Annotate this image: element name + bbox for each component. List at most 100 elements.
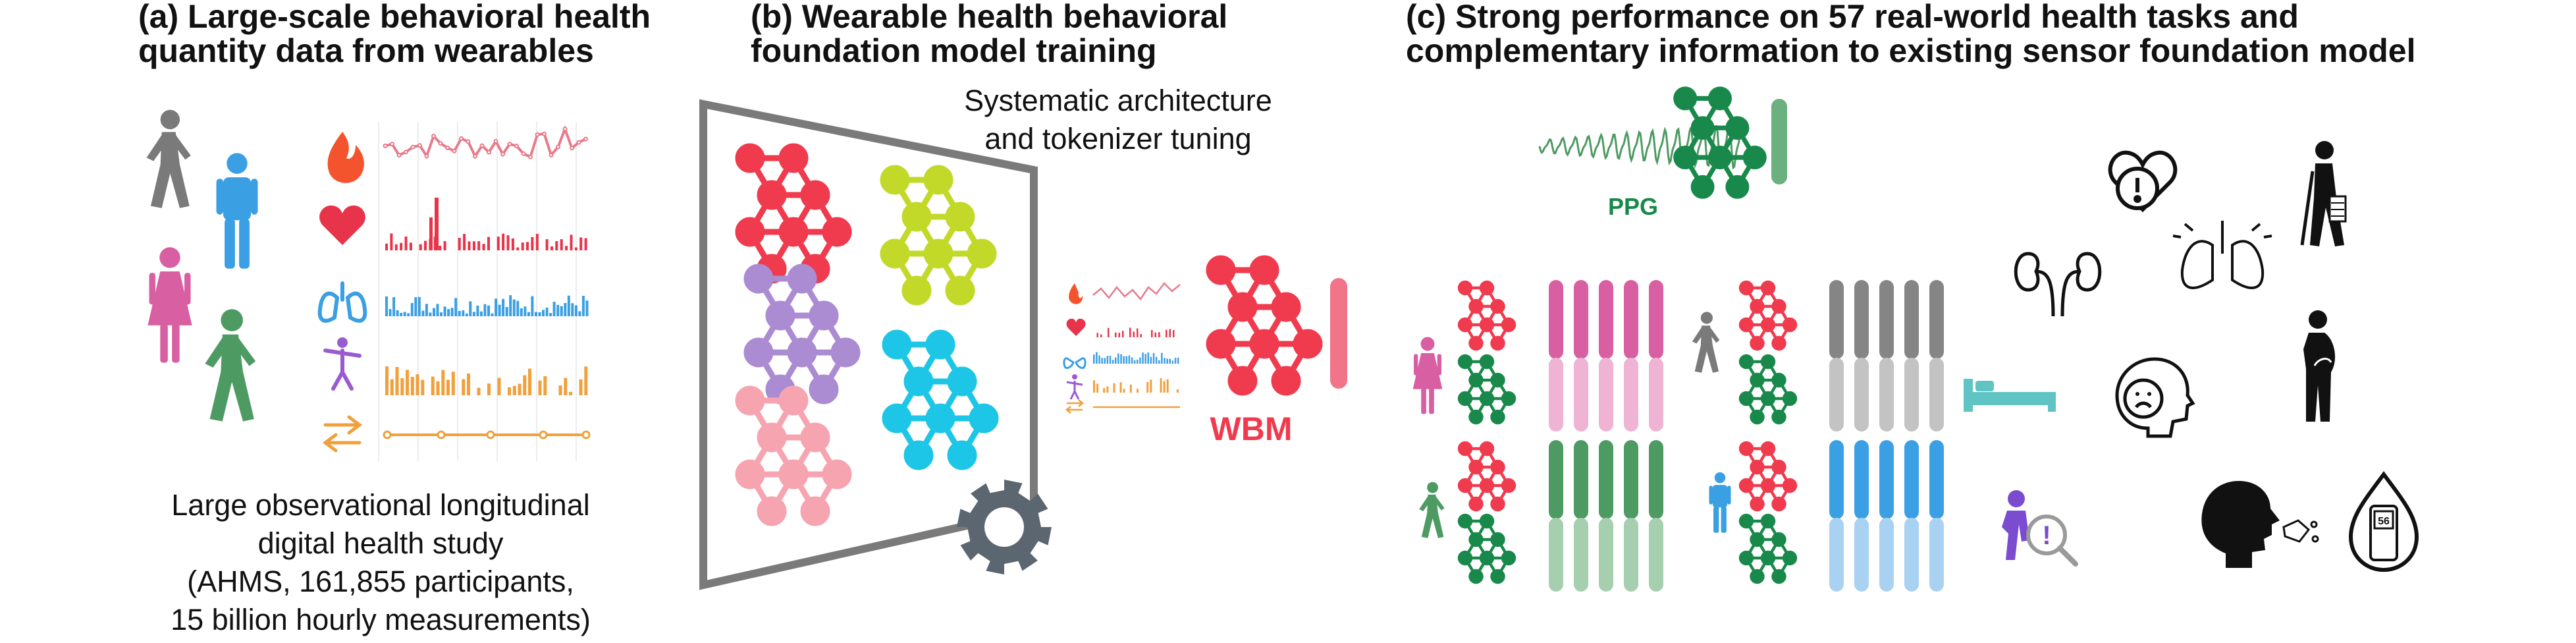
mini-respiratory-bar [1139, 357, 1141, 364]
respiratory-bar [396, 310, 399, 316]
respiratory-bar [443, 306, 446, 316]
calorie-point [431, 134, 436, 139]
lungs-outline-icon [2172, 221, 2272, 289]
heart-rate-bar [409, 242, 412, 250]
heart-rate-bar [502, 233, 505, 250]
mini-respiratory-bar [1104, 358, 1106, 364]
embedding-col-blue-bottom [1829, 518, 1844, 592]
activity-signal-bars [385, 366, 588, 395]
respiratory-bar [574, 305, 577, 316]
respiratory-bar [509, 295, 512, 316]
heart-rate-bar [472, 241, 475, 250]
heart-rate-bar [526, 242, 529, 250]
respiratory-bar [450, 308, 454, 316]
heart-rate-bar [468, 241, 471, 250]
embedding-col-gray-bottom [1929, 358, 1944, 432]
mini-respiratory-bar [1177, 358, 1179, 364]
heart-rate-bar [419, 244, 422, 250]
respiratory-bar [476, 305, 479, 316]
respiratory-bar [578, 311, 581, 316]
mini-respiratory-bar [1174, 358, 1177, 364]
calorie-point [521, 151, 526, 156]
coughing-head-icon [2201, 481, 2319, 568]
heart-rate-bar [482, 244, 485, 250]
respiratory-bar [535, 312, 537, 316]
respiratory-bar [523, 306, 527, 316]
panel-a: (a) Large-scale behavioral health quanti… [138, 0, 651, 636]
embedding-col-gray-top [1879, 280, 1894, 359]
calorie-point [473, 154, 477, 159]
heart-rate-bar [535, 234, 539, 250]
embedding-col-green-top [1599, 440, 1613, 519]
activity-bar [467, 374, 470, 395]
calorie-point [583, 136, 588, 142]
activity-bar [436, 381, 440, 395]
calorie-point [487, 150, 491, 155]
mini-heart-bar [1096, 333, 1098, 337]
mini-respiratory-bar [1125, 356, 1127, 364]
sad-head-icon [2115, 357, 2195, 438]
person-search-icon: ! [2002, 490, 2078, 567]
calorie-point [535, 132, 540, 137]
embedding-col-green-bottom [1649, 518, 1663, 592]
panel-c-title-line1: (c) Strong performance on 57 real-world … [1406, 0, 2299, 35]
embedding-col-blue-top [1929, 440, 1944, 519]
respiratory-bar [421, 310, 425, 316]
respiratory-bar [552, 302, 556, 316]
activity-bar [406, 370, 409, 395]
mini-respiratory-bar [1133, 360, 1136, 364]
activity-bar [569, 391, 572, 395]
calorie-point [514, 144, 519, 148]
panel-c: (c) Strong performance on 57 real-world … [1406, 0, 2419, 592]
group2-wbm-network-icon [1739, 281, 1797, 350]
mini-heart-bar [1140, 334, 1142, 337]
mini-respiratory-bar [1109, 356, 1112, 364]
network-cyan-icon [882, 330, 998, 470]
activity-bar [518, 383, 522, 395]
heart-rate-bar [390, 233, 393, 250]
heart-rate-peak-bar [429, 217, 433, 250]
wbm-label: WBM [1210, 410, 1293, 447]
activity-bar [579, 379, 583, 395]
group-woman-icon [1412, 337, 1443, 414]
embedding-col-blue-top [1829, 440, 1844, 519]
embedding-col-pink-bottom [1574, 358, 1588, 432]
embedding-col-green-bottom [1549, 518, 1563, 592]
mini-respiratory-bar [1098, 355, 1100, 364]
respiratory-bar [512, 299, 516, 316]
mini-activity-bars [1093, 378, 1179, 393]
group-walking-gray-icon [1692, 312, 1720, 373]
respiratory-bar [564, 302, 567, 316]
heart-rate-bar [424, 240, 427, 250]
embedding-col-blue-bottom [1854, 518, 1869, 592]
embedding-col-green-bottom [1599, 518, 1613, 592]
respiratory-bar [389, 309, 392, 316]
heart-rate-bar [439, 246, 442, 250]
embedding-col-pink-bottom [1624, 358, 1638, 432]
heart-rate-bar [545, 239, 549, 250]
mini-heart-bars [1096, 327, 1175, 337]
mini-heart-bar [1108, 327, 1110, 337]
wbm-network-icon [1206, 256, 1322, 395]
activity-bar [416, 374, 419, 395]
calorie-point [570, 146, 574, 151]
embedding-col-pink-top [1599, 280, 1613, 359]
respiratory-signal-bars [385, 295, 589, 316]
calorie-point [528, 154, 533, 159]
respiratory-bar [392, 297, 396, 316]
mini-respiratory-bars [1093, 352, 1179, 364]
calorie-point [383, 143, 388, 148]
walking-person-gray-icon [146, 109, 191, 208]
embedding-col-blue-bottom [1879, 518, 1894, 592]
mini-heart-bar [1100, 334, 1102, 337]
heart-rate-bar [506, 235, 510, 250]
panel-a-caption-line2: digital health study [258, 526, 504, 560]
embedding-col-green-top [1649, 440, 1663, 519]
group1-wbm-network-icon [1458, 281, 1516, 350]
panel-a-title-line2: quantity data from wearables [138, 32, 594, 69]
activity-bar [390, 379, 394, 395]
mini-heart-bar [1115, 332, 1117, 337]
calorie-point [479, 143, 485, 148]
heart-rate-bar [516, 247, 520, 250]
group-walking-green-icon [1419, 482, 1445, 538]
